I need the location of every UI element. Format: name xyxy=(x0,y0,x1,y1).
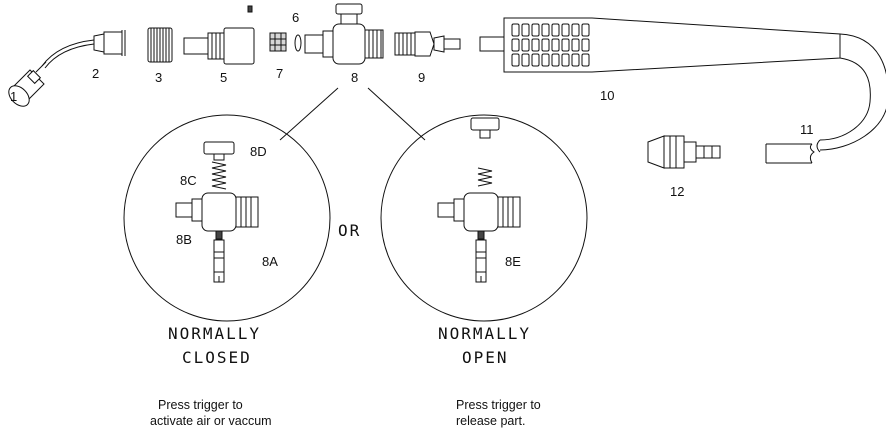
label-part-8b: 8B xyxy=(176,232,192,247)
part-10-handle xyxy=(479,17,841,73)
grip-block xyxy=(531,23,540,37)
grip-block xyxy=(511,53,520,67)
part-2-bent-tip xyxy=(41,30,126,69)
part-8-valve-body xyxy=(304,3,384,65)
label-part-9: 9 xyxy=(418,70,425,85)
detail-circle-normally-closed xyxy=(123,114,331,322)
normally-open-line2: OPEN xyxy=(462,348,509,367)
open-description-line2: release part. xyxy=(456,414,525,428)
grip-block xyxy=(511,38,520,52)
label-part-7: 7 xyxy=(276,66,283,81)
label-part-10: 10 xyxy=(600,88,614,103)
grip-block xyxy=(521,53,530,67)
part-12-quick-coupler xyxy=(647,135,721,169)
grip-block xyxy=(551,53,560,67)
closed-description-line1: Press trigger to xyxy=(158,398,243,412)
grip-block xyxy=(561,53,570,67)
part-6-o-ring xyxy=(294,34,302,52)
grip-block xyxy=(571,53,580,67)
part-11-hose xyxy=(765,33,886,164)
grip-block xyxy=(541,23,550,37)
label-part-8a: 8A xyxy=(262,254,278,269)
part-1-suction-cup xyxy=(8,61,47,107)
grip-block xyxy=(571,38,580,52)
part-3-knurled-cap xyxy=(147,27,173,63)
label-part-8e: 8E xyxy=(505,254,521,269)
grip-block xyxy=(521,23,530,37)
label-part-8c: 8C xyxy=(180,173,197,188)
label-part-11: 11 xyxy=(800,122,814,137)
grip-block xyxy=(541,38,550,52)
grip-block xyxy=(561,38,570,52)
grip-block xyxy=(551,38,560,52)
normally-closed-line2: CLOSED xyxy=(182,348,252,367)
grip-block xyxy=(581,23,590,37)
label-part-8d: 8D xyxy=(250,144,267,159)
grip-block xyxy=(571,23,580,37)
grip-block xyxy=(541,53,550,67)
normally-open-line1: NORMALLY xyxy=(438,324,531,343)
closed-description-line2: activate air or vaccum xyxy=(150,414,272,428)
label-part-1: 1 xyxy=(10,89,17,104)
label-part-8: 8 xyxy=(351,70,358,85)
grip-block xyxy=(531,53,540,67)
grip-block xyxy=(581,53,590,67)
label-part-5: 5 xyxy=(220,70,227,85)
label-part-2: 2 xyxy=(92,66,99,81)
grip-block xyxy=(511,23,520,37)
grip-block xyxy=(581,38,590,52)
detail-leader-lines xyxy=(279,87,426,141)
grip-block xyxy=(521,38,530,52)
detail-circle-normally-open xyxy=(380,114,588,322)
label-part-12: 12 xyxy=(670,184,684,199)
grip-block xyxy=(551,23,560,37)
label-part-3: 3 xyxy=(155,70,162,85)
normally-closed-line1: NORMALLY xyxy=(168,324,261,343)
part-5-barrel-adapter xyxy=(183,5,255,65)
or-label: OR xyxy=(338,221,361,240)
label-part-6: 6 xyxy=(292,10,299,25)
part-7-filter-screen xyxy=(269,32,287,52)
part-9-hose-barb xyxy=(394,31,461,57)
open-description-line1: Press trigger to xyxy=(456,398,541,412)
grip-block xyxy=(531,38,540,52)
grip-block xyxy=(561,23,570,37)
